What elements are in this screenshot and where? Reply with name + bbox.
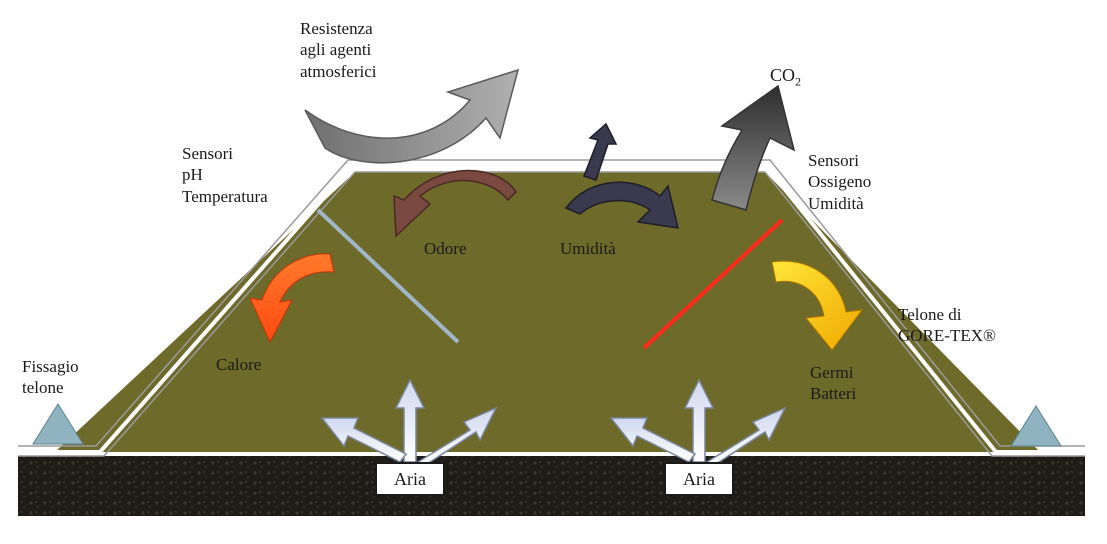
umidita-label: Umidità [560, 239, 616, 258]
calore-label: Calore [216, 355, 262, 374]
left-sensor-line-3: Temperatura [182, 186, 268, 206]
weather-line-2: agli agenti [300, 40, 372, 60]
right-aria-box: Aria [664, 462, 734, 496]
gore-tex-label: Telone di GORE-TEX® [898, 304, 996, 347]
odore-arrow [393, 169, 517, 238]
germi-arrow [771, 260, 864, 351]
umidita-arrow [564, 122, 679, 229]
left-sensor-line-1: Sensori [182, 144, 233, 163]
compost-heap [55, 172, 1040, 452]
left-aria-box: Aria [375, 462, 445, 496]
left-air-arrows [320, 378, 498, 467]
right-sensor-probe [642, 218, 784, 350]
gore-tex-line-2: GORE-TEX® [898, 326, 996, 346]
germi-label: Germi Batteri [810, 362, 856, 405]
right-sensor-line-3: Umidità [808, 193, 864, 213]
ground-layer [18, 456, 1085, 516]
calore-arrow [249, 253, 335, 344]
weather-arrow [304, 68, 520, 164]
fissaggio-line-2: telone [22, 378, 64, 398]
right-anchor-triangle [1010, 405, 1062, 447]
right-sensors-label: Sensori Ossigeno Umidità [808, 150, 871, 214]
co2-arrow [711, 84, 796, 211]
right-air-arrows [609, 378, 787, 467]
left-sensors-label: Sensori pH Temperatura [182, 143, 268, 207]
left-sensor-probe [316, 208, 460, 344]
odore-label: Odore [424, 239, 467, 258]
co2-subscript: 2 [795, 74, 802, 89]
germi-line-2: Batteri [810, 384, 857, 404]
co2-label: CO2 [770, 64, 801, 90]
fissaggio-line-1: Fissagio [22, 357, 79, 376]
gore-tex-line-1: Telone di [898, 305, 962, 324]
right-sensor-line-2: Ossigeno [808, 172, 872, 192]
right-sensor-line-1: Sensori [808, 151, 859, 170]
co2-text: CO [770, 65, 796, 85]
weather-line-1: Resistenza [300, 19, 373, 38]
germi-line-1: Germi [810, 363, 854, 382]
weather-line-3: atmosferici [300, 61, 377, 81]
left-sensor-line-2: pH [182, 165, 203, 185]
weather-resistance-label: Resistenza agli agenti atmosferici [300, 18, 376, 82]
fissaggio-label: Fissagio telone [22, 356, 79, 399]
left-anchor-triangle [32, 403, 84, 445]
